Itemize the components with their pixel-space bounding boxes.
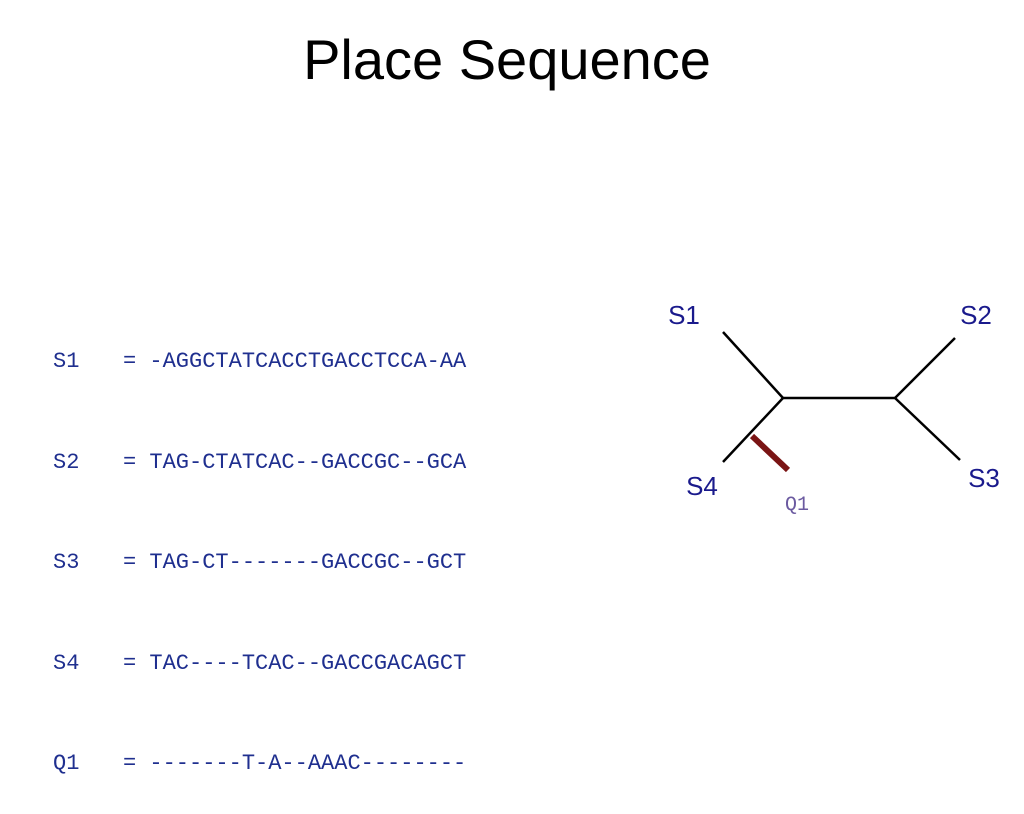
sequence-alignment: S1 = -AGGCTATCACCTGACCTCCA-AA S2 = TAG-CTA… — [53, 278, 466, 814]
phylogenetic-tree: S1 S2 S3 S4 Q1 — [668, 300, 1000, 517]
leaf-label-s2: S2 — [960, 300, 992, 330]
sequence-string: TAC----TCAC--GACCGACAGCT — [149, 650, 467, 676]
equals-sign: = — [123, 550, 150, 575]
branch-s4 — [722, 397, 784, 463]
alignment-row-s1: S1 = -AGGCTATCACCTGACCTCCA-AA — [53, 345, 466, 379]
alignment-row-s4: S4 = TAC----TCAC--GACCGACAGCT — [53, 647, 466, 681]
branch-s2 — [894, 337, 956, 399]
equals-sign: = — [123, 449, 150, 475]
sequence-string: -AGGCTATCACCTGACCTCCA-AA — [149, 349, 467, 374]
sequence-name: S3 — [53, 550, 80, 575]
branch-s3 — [894, 397, 961, 461]
sequence-name: S1 — [53, 349, 80, 374]
leaf-label-s4: S4 — [686, 471, 718, 501]
tree-branches — [722, 331, 961, 473]
sequence-name: S2 — [53, 449, 80, 475]
equals-sign: = — [123, 349, 150, 374]
alignment-row-s3: S3 = TAG-CT-------GACCGC--GCT — [53, 546, 466, 580]
leaf-label-s1: S1 — [668, 300, 700, 330]
equals-sign: = — [123, 650, 150, 676]
sequence-name: S4 — [53, 650, 80, 676]
query-branch — [749, 433, 791, 473]
sequence-string: TAG-CTATCAC--GACCGC--GCA — [149, 449, 467, 475]
alignment-row-s2: S2 = TAG-CTATCAC--GACCGC--GCA — [53, 446, 466, 480]
leaf-label-s3: S3 — [968, 463, 1000, 493]
branch-s1 — [722, 331, 784, 399]
query-label: Q1 — [785, 494, 809, 517]
slide-title: Place Sequence — [303, 28, 711, 91]
sequence-string: TAG-CT-------GACCGC--GCT — [149, 550, 467, 575]
